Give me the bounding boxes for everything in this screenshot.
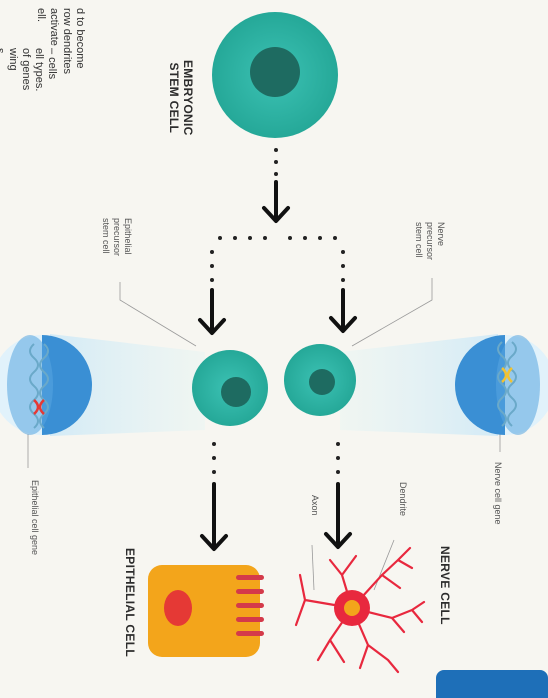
precursor-nucleus	[309, 369, 335, 395]
arrow-down-icon	[200, 290, 224, 333]
stem-cell-nucleus	[250, 47, 300, 97]
epithelial-cell-illustration	[148, 565, 264, 657]
nerve-cell-illustration	[296, 548, 424, 672]
arrow-down-icon	[202, 484, 226, 549]
arrow-down-icon	[326, 484, 350, 547]
embryonic-stem-cell	[212, 12, 338, 138]
precursor-nucleus	[221, 377, 251, 407]
epithelial-nucleus	[164, 590, 192, 626]
cropped-blue-box	[436, 670, 548, 698]
arrow-down-icon	[264, 182, 288, 221]
neuron-nucleus	[344, 600, 360, 616]
arrow-down-icon	[331, 290, 355, 331]
nerve-precursor-cell	[284, 344, 356, 416]
epithelial-precursor-cell	[192, 350, 268, 426]
